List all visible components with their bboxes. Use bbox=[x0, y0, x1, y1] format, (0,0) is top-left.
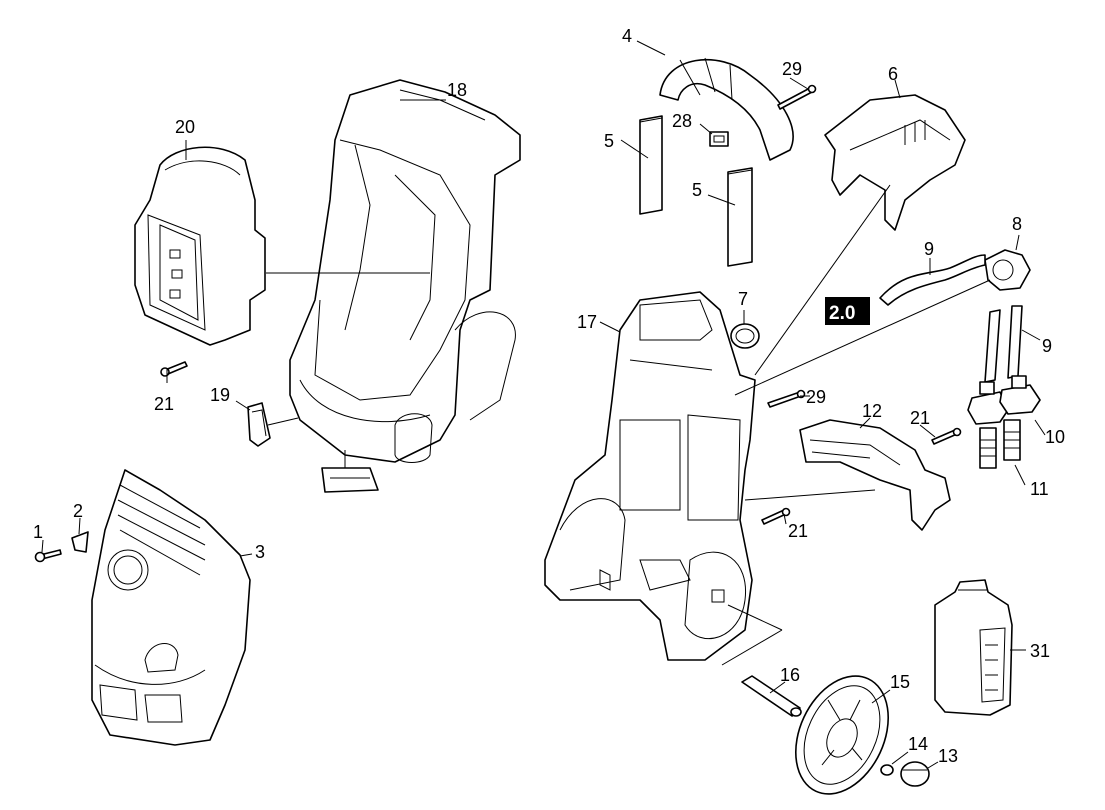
callout-29-top: 29 bbox=[782, 59, 802, 79]
callout-15: 15 bbox=[890, 672, 910, 692]
callout-21-right-top: 21 bbox=[910, 408, 930, 428]
callout-13: 13 bbox=[938, 746, 958, 766]
part-2-washer bbox=[71, 531, 89, 553]
part-5-tube-left bbox=[639, 115, 663, 215]
callout-5-left: 5 bbox=[604, 131, 614, 151]
part-9-hose-right-b bbox=[1007, 305, 1023, 379]
part-3-front-cover bbox=[91, 469, 251, 746]
callout-21-left: 21 bbox=[154, 394, 174, 414]
part-6-holder bbox=[824, 94, 966, 231]
callout-12: 12 bbox=[862, 401, 882, 421]
part-20-rear-panel bbox=[134, 146, 266, 346]
callout-7: 7 bbox=[738, 289, 748, 309]
part-8-connector bbox=[984, 249, 1031, 291]
callout-18: 18 bbox=[447, 80, 467, 100]
callout-17: 17 bbox=[577, 312, 597, 332]
callout-10: 10 bbox=[1045, 427, 1065, 447]
part-13-cap bbox=[900, 761, 930, 787]
badge-label: 2.0 bbox=[829, 303, 855, 324]
callout-labels: 1 2 3 4 5 5 6 7 8 9 9 10 11 12 13 14 15 … bbox=[33, 26, 1065, 766]
badge-background bbox=[825, 297, 870, 325]
part-14-washer bbox=[880, 764, 894, 776]
callout-4: 4 bbox=[622, 26, 632, 46]
part-31-bottle bbox=[934, 579, 1013, 716]
part-4-handle bbox=[659, 57, 794, 161]
callout-19: 19 bbox=[210, 385, 230, 405]
callout-11: 11 bbox=[1030, 479, 1049, 499]
leader-lines bbox=[41, 40, 1046, 769]
callout-14: 14 bbox=[908, 734, 928, 754]
part-29-screw-middle bbox=[767, 389, 806, 408]
callout-9-right: 9 bbox=[1042, 336, 1052, 356]
callout-3: 3 bbox=[255, 542, 265, 562]
part-16-axle bbox=[741, 675, 802, 717]
part-28-clip bbox=[709, 131, 729, 147]
callout-21-right-mid: 21 bbox=[788, 521, 808, 541]
callout-16: 16 bbox=[780, 665, 800, 685]
part-21-screw-left bbox=[160, 361, 188, 377]
part-18-main-housing bbox=[289, 79, 521, 463]
part-9-hose-right-a bbox=[984, 309, 1001, 383]
part-10-fitting-a bbox=[967, 381, 1009, 425]
part-11-filter-a bbox=[979, 427, 997, 469]
callout-31: 31 bbox=[1030, 641, 1050, 661]
reference-badge: 2.0 bbox=[825, 297, 870, 325]
part-15-wheel bbox=[794, 675, 890, 795]
part-17-chassis bbox=[544, 291, 756, 661]
callout-5-right: 5 bbox=[692, 180, 702, 200]
callout-20: 20 bbox=[175, 117, 195, 137]
callout-8: 8 bbox=[1012, 214, 1022, 234]
callout-1: 1 bbox=[33, 522, 43, 542]
callout-6: 6 bbox=[888, 64, 898, 84]
callout-2: 2 bbox=[73, 501, 83, 521]
part-19-clip bbox=[247, 402, 271, 447]
part-grille bbox=[321, 467, 379, 493]
part-10-fitting-b bbox=[999, 375, 1041, 415]
part-29-screw-top bbox=[777, 84, 817, 110]
part-9-hose-top bbox=[879, 254, 986, 306]
part-11-filter-b bbox=[1003, 419, 1021, 461]
callout-29-middle: 29 bbox=[806, 387, 826, 407]
part-21-screw-right-mid bbox=[761, 507, 791, 525]
part-12-hose-holder bbox=[799, 419, 951, 531]
callout-28: 28 bbox=[672, 111, 692, 131]
part-5-tube-right bbox=[727, 167, 753, 267]
part-21-screw-right-top bbox=[931, 427, 962, 445]
part-7-o-ring bbox=[730, 323, 760, 349]
part-1-screw bbox=[34, 549, 62, 563]
callout-9-top: 9 bbox=[924, 239, 934, 259]
